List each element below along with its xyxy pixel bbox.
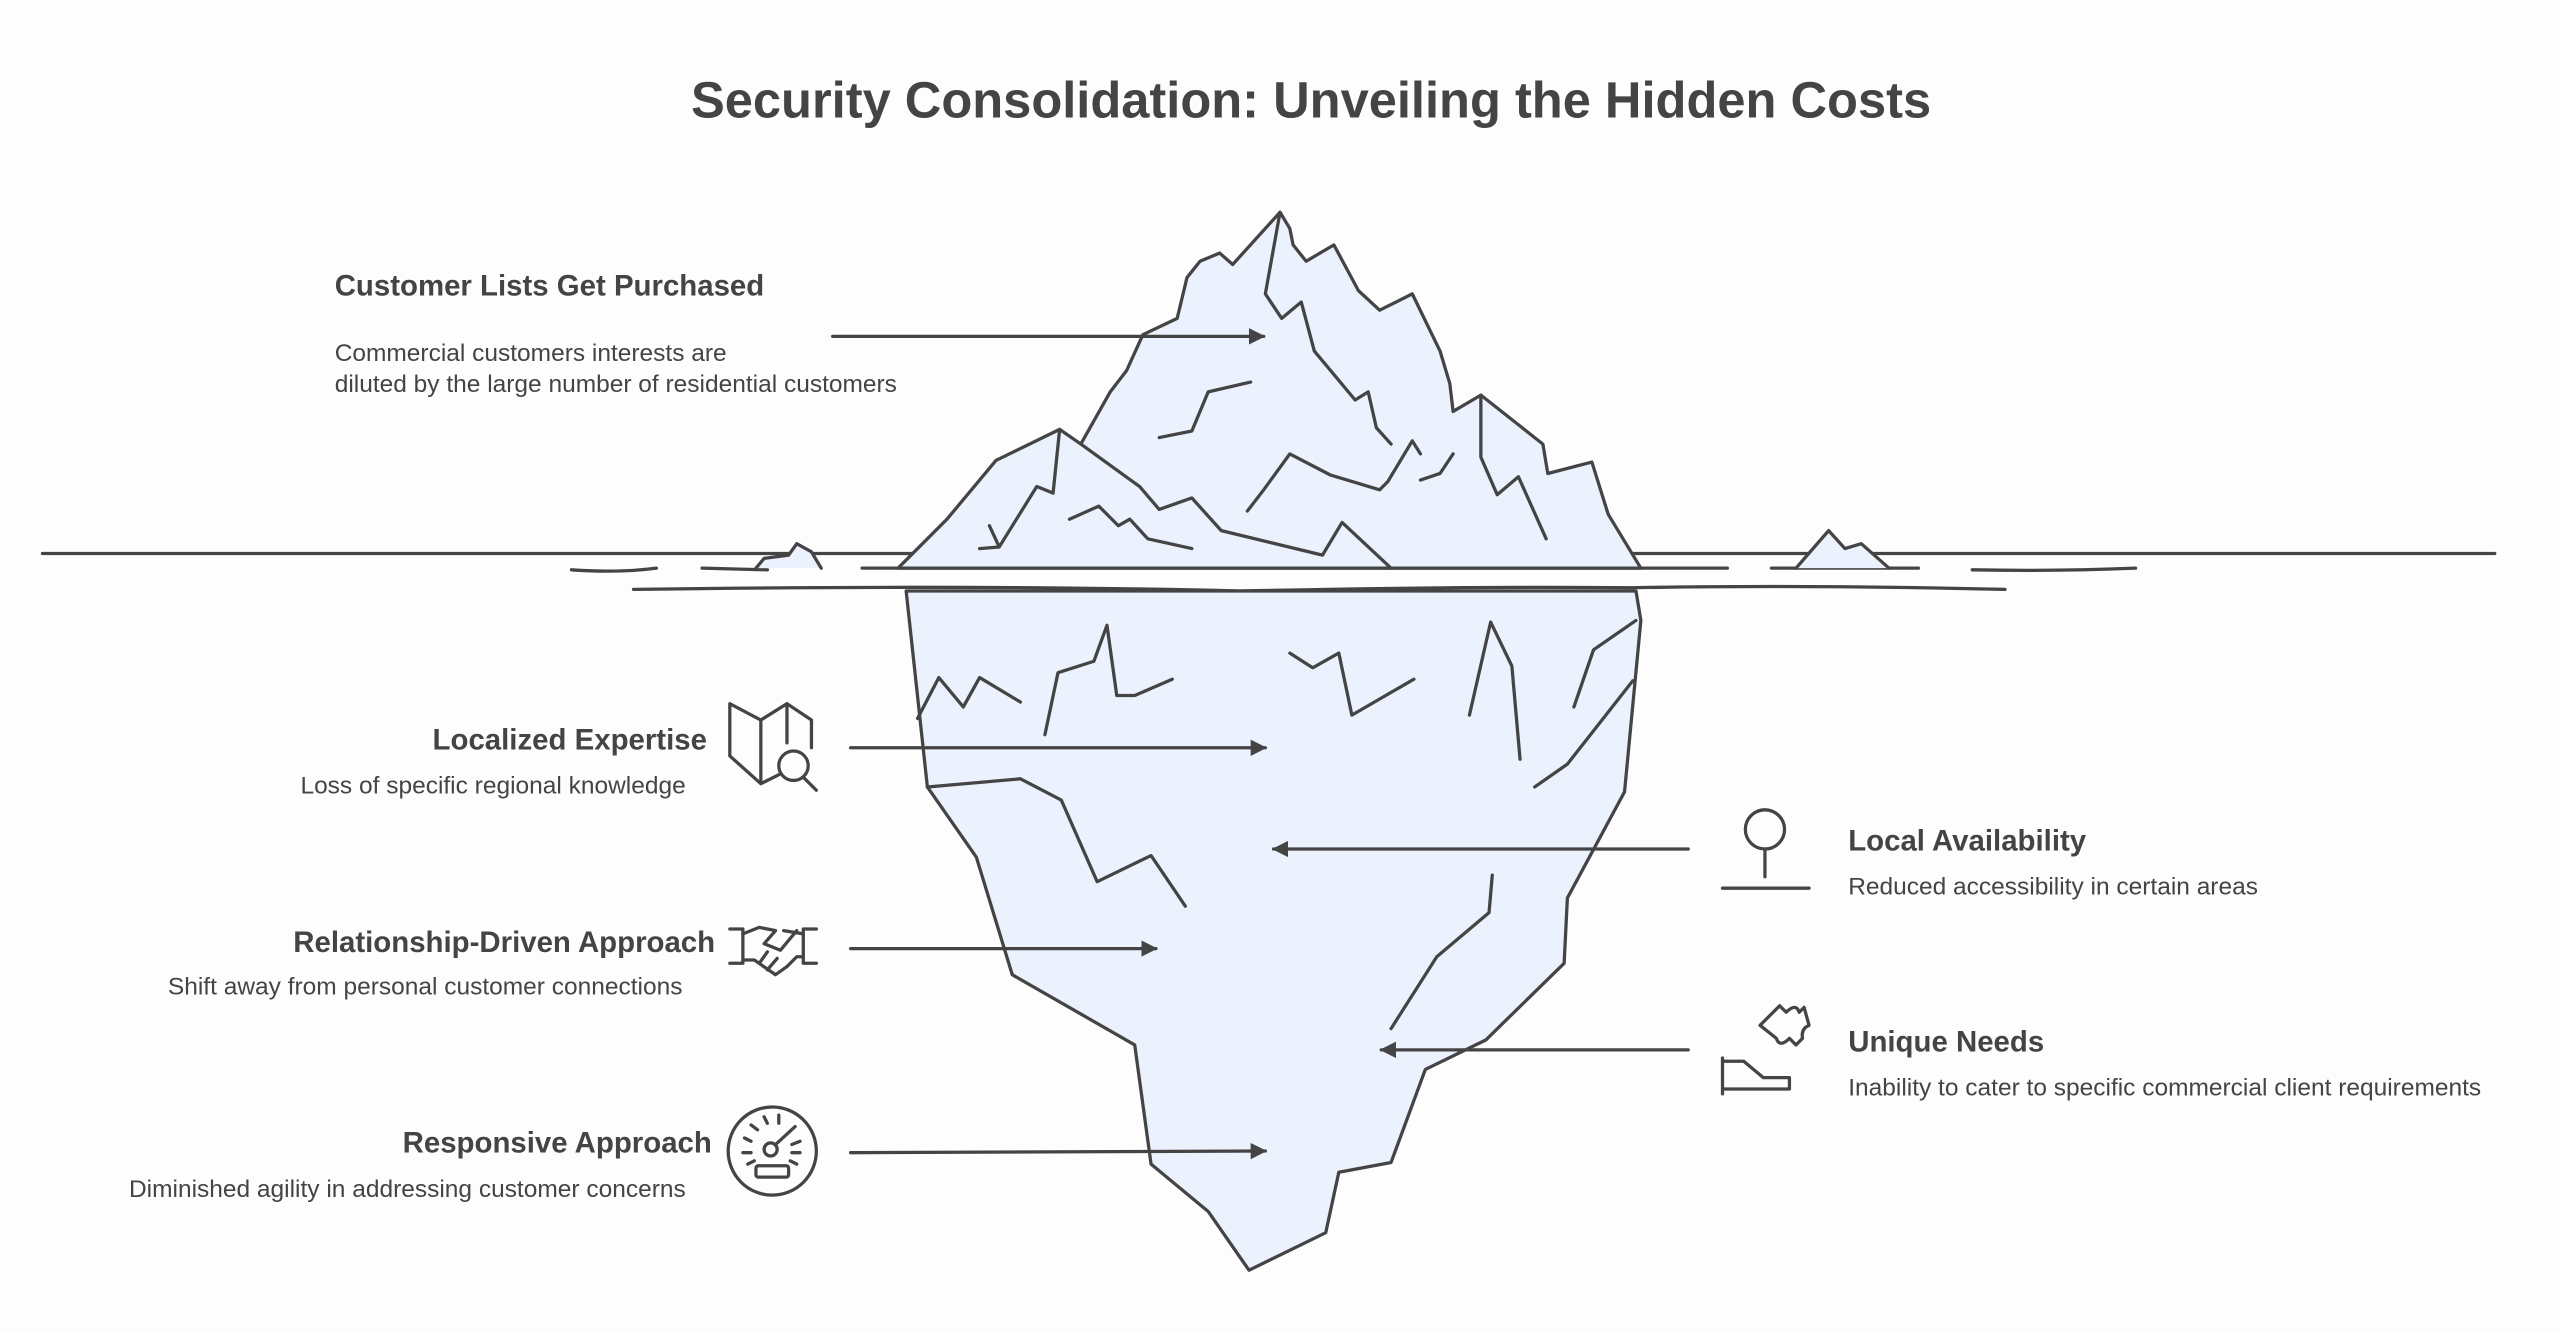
description-line: Commercial customers interests are — [334, 339, 727, 368]
iceberg-tip — [896, 210, 1643, 570]
ice-floe-left — [754, 542, 823, 570]
item-description-localized-expertise: Loss of specific regional knowledge — [300, 772, 686, 801]
iceberg-underwater — [904, 589, 1643, 1272]
location-pin-icon — [1720, 808, 1811, 890]
item-description-customer-lists: Commercial customers interests are dilut… — [335, 338, 897, 400]
handshake-icon — [728, 925, 818, 977]
speedometer-icon — [726, 1105, 818, 1197]
description-line: diluted by the large number of residenti… — [334, 370, 897, 399]
item-heading-responsive-approach: Responsive Approach — [402, 1126, 712, 1160]
item-description-responsive-approach: Diminished agility in addressing custome… — [128, 1175, 686, 1204]
item-heading-customer-lists: Customer Lists Get Purchased — [334, 269, 765, 303]
item-heading-localized-expertise: Localized Expertise — [432, 723, 707, 756]
item-description-local-availability: Reduced accessibility in certain areas — [1848, 873, 2258, 902]
item-heading-local-availability: Local Availability — [1848, 824, 2087, 858]
puzzle-hand-icon — [1720, 1004, 1811, 1096]
item-heading-relationship-driven: Relationship-Driven Approach — [293, 925, 716, 959]
connector-arrows — [831, 328, 1690, 1160]
item-heading-unique-needs: Unique Needs — [1848, 1025, 2045, 1058]
page-title: Security Consolidation: Unveiling the Hi… — [690, 71, 1932, 129]
item-description-unique-needs: Inability to cater to specific commercia… — [1848, 1074, 2482, 1103]
map-search-icon — [728, 702, 818, 792]
ice-floe-right — [1794, 528, 1891, 570]
item-description-relationship-driven: Shift away from personal customer connec… — [167, 973, 683, 1001]
